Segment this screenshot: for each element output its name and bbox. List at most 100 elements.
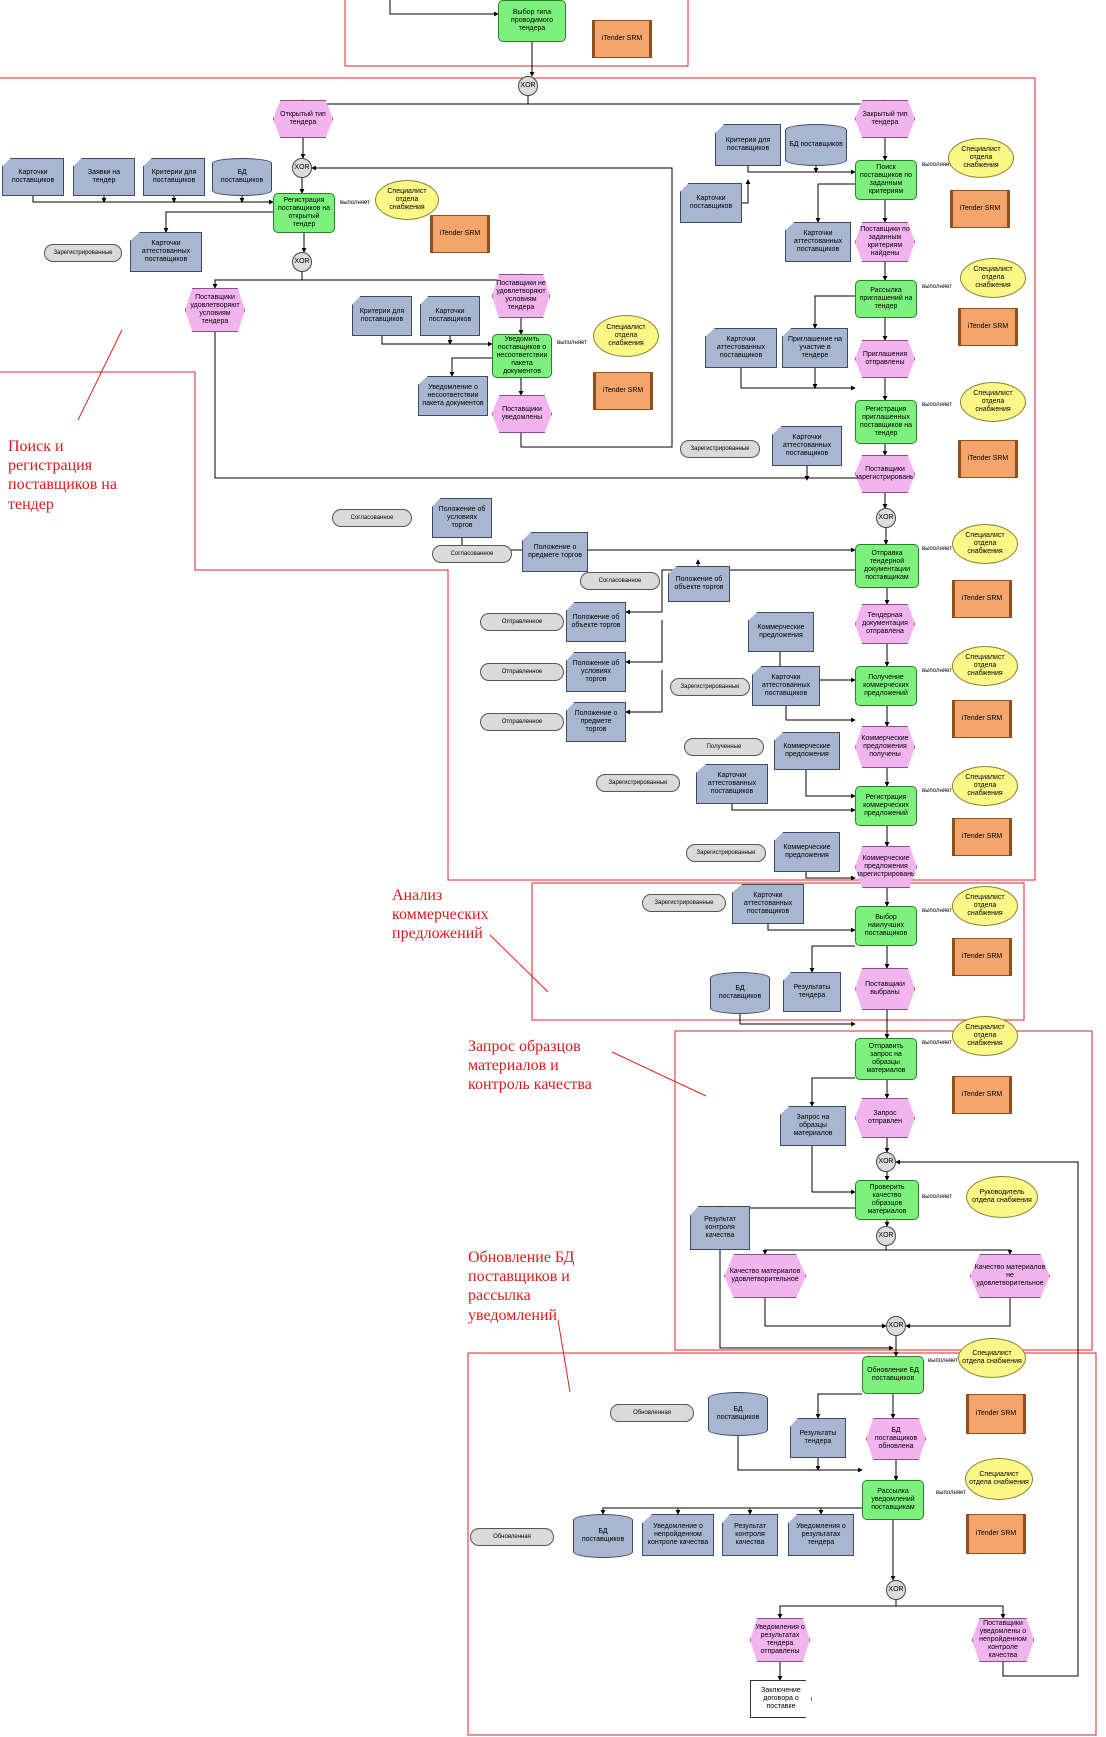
function-select-tender-type[interactable]: Выбор типа проводимого тендера	[498, 0, 566, 42]
status-agreed: Согласованное	[332, 509, 412, 527]
label-pointer	[557, 1319, 571, 1393]
document-tender-results: Результаты тендера	[790, 1418, 846, 1458]
document-supplier-criteria: Критерии для поставщиков	[352, 296, 412, 336]
function-register-invited[interactable]: Регистрация приглашенных поставщиков на …	[855, 400, 917, 444]
status-registered: Зарегистрированные	[596, 774, 680, 792]
document-terms-of-trade: Положение об условиях торгов	[432, 498, 492, 538]
status-registered: Зарегистрированные	[670, 678, 750, 696]
xor-connector: XOR	[876, 1152, 896, 1172]
event-suppliers-registered: Поставщики зарегистрированы	[855, 455, 915, 493]
function-notify-package-mismatch[interactable]: Уведомить поставщиков о несоответствии п…	[492, 334, 552, 378]
relation-executes: выполняет	[928, 1358, 958, 1364]
role-procurement-specialist: Специалист отдела снабжения	[958, 1338, 1026, 1378]
document-terms-of-trade: Положение об условиях торгов	[566, 652, 626, 692]
function-update-supplier-db[interactable]: Обновление БД поставщиков	[862, 1356, 924, 1394]
relation-executes: выполняет	[922, 908, 952, 914]
status-registered: Зарегистрированные	[680, 440, 760, 458]
role-procurement-head: Руководитель отдела снабжения	[966, 1176, 1038, 1218]
data-connector	[818, 1507, 862, 1515]
system-itender: iTender SRM	[952, 1076, 1012, 1114]
system-itender: iTender SRM	[958, 308, 1018, 346]
system-itender: iTender SRM	[592, 20, 652, 58]
data-connector	[740, 368, 856, 391]
relation-executes: выполняет	[922, 546, 952, 552]
data-connector	[815, 1393, 862, 1419]
function-send-tender-docs[interactable]: Отправка тендерной документации поставщи…	[855, 544, 919, 588]
document-commercial-offers: Коммерческие предложения	[748, 612, 814, 652]
final-step-contract[interactable]: Заключение договора о поставке	[750, 1680, 812, 1718]
function-search-suppliers[interactable]: Поиск поставщиков по заданным критериям	[855, 160, 917, 200]
database-suppliers: БД поставщиков	[212, 158, 272, 196]
xor-connector: XOR	[292, 252, 312, 272]
section-label-sample-quality: Запрос образцов материалов и контроль ка…	[468, 1038, 592, 1094]
data-connector	[811, 1146, 856, 1195]
event-suppliers-match: Поставщики удовлетворяют условиям тендер…	[185, 288, 245, 332]
event-result-notices-sent: Уведомления о результатах тендера отправ…	[750, 1618, 810, 1662]
flow-connector	[895, 1600, 1006, 1619]
xor-connector: XOR	[886, 1580, 906, 1600]
document-invitation: Приглашение на участие в тендере	[782, 328, 848, 368]
data-connector	[719, 1250, 894, 1351]
role-procurement-specialist: Специалист отдела снабжения	[952, 766, 1018, 806]
document-subject-of-trade: Положение о предмете торгов	[522, 532, 588, 572]
document-tender-result-notices: Уведомления о результатах тендера	[788, 1514, 854, 1556]
function-register-offers[interactable]: Регистрация коммерческих предложений	[855, 786, 917, 826]
document-quality-result: Результат контроля качества	[722, 1514, 778, 1556]
status-agreed: Согласованное	[432, 545, 512, 563]
data-connector	[449, 357, 492, 377]
document-certified-supplier-cards: Карточки аттестованных поставщиков	[130, 232, 202, 272]
document-tender-results: Результаты тендера	[783, 972, 841, 1012]
event-quality-ok: Качество материалов удовлетворительное	[724, 1254, 806, 1298]
database-suppliers: БД поставщиков	[785, 124, 847, 166]
status-sent: Отправленное	[480, 713, 564, 731]
xor-connector: XOR	[886, 1316, 906, 1336]
label-pointer	[489, 934, 549, 993]
status-updated: Обновленная	[470, 1528, 554, 1546]
data-connector	[805, 770, 856, 799]
label-pointer	[77, 329, 123, 421]
data-connector	[737, 1436, 863, 1473]
database-suppliers: БД поставщиков	[708, 1392, 768, 1436]
document-object-of-trade: Положение об объекте торгов	[566, 602, 626, 642]
data-connector	[812, 295, 855, 329]
function-check-sample-quality[interactable]: Проверить качество образцов материалов	[855, 1180, 919, 1220]
data-connector	[785, 706, 856, 723]
xor-connector: XOR	[518, 76, 538, 96]
document-quality-fail-notice: Уведомление о непройденном контроле каче…	[642, 1514, 714, 1556]
system-itender: iTender SRM	[966, 1514, 1026, 1554]
data-connector	[815, 183, 855, 223]
flow-connector	[389, 0, 499, 17]
event-suppliers-notified: Поставщики уведомлены	[492, 395, 552, 433]
system-itender: iTender SRM	[952, 938, 1012, 976]
role-procurement-specialist: Специалист отдела снабжения	[593, 315, 659, 357]
section-label-db-update: Обновление БД поставщиков и рассылка уве…	[468, 1249, 575, 1324]
database-suppliers: БД поставщиков	[573, 1514, 633, 1558]
system-itender: iTender SRM	[958, 440, 1018, 478]
document-commercial-offers: Коммерческие предложения	[774, 832, 840, 872]
event-open-tender: Открытый тип тендера	[273, 100, 333, 138]
event-tender-docs-sent: Тендерная документация отправлена	[855, 604, 915, 644]
function-send-notifications[interactable]: Рассылка уведомлений поставщикам	[862, 1480, 924, 1520]
role-procurement-specialist: Специалист отдела снабжения	[375, 180, 439, 220]
function-register-open-tender[interactable]: Регистрация поставщиков на открытый тенд…	[273, 193, 335, 233]
flow-connector	[212, 272, 303, 289]
function-receive-offers[interactable]: Получение коммерческих предложений	[855, 666, 917, 706]
flow-connector	[762, 1246, 887, 1255]
function-select-best-suppliers[interactable]: Выбор наилучших поставщиков	[855, 906, 917, 946]
data-connector	[809, 1077, 855, 1107]
function-send-invitations[interactable]: Рассылка приглашений на тендер	[855, 280, 917, 318]
flow-connector	[311, 165, 673, 448]
document-supplier-cards: Карточки поставщиков	[2, 158, 64, 196]
flow-connector	[764, 1298, 887, 1329]
function-request-samples[interactable]: Отправить запрос на образцы материалов	[855, 1038, 917, 1080]
document-subject-of-trade: Положение о предмете торгов	[566, 702, 626, 742]
event-request-sent: Запрос отправлен	[855, 1098, 915, 1138]
role-procurement-specialist: Специалист отдела снабжения	[952, 524, 1018, 564]
document-commercial-offers: Коммерческие предложения	[774, 732, 840, 770]
status-registered: Зарегистрированные	[44, 244, 122, 262]
event-suppliers-selected: Поставщики выбраны	[855, 968, 915, 1010]
data-connector	[625, 670, 663, 715]
data-connector	[381, 336, 493, 347]
